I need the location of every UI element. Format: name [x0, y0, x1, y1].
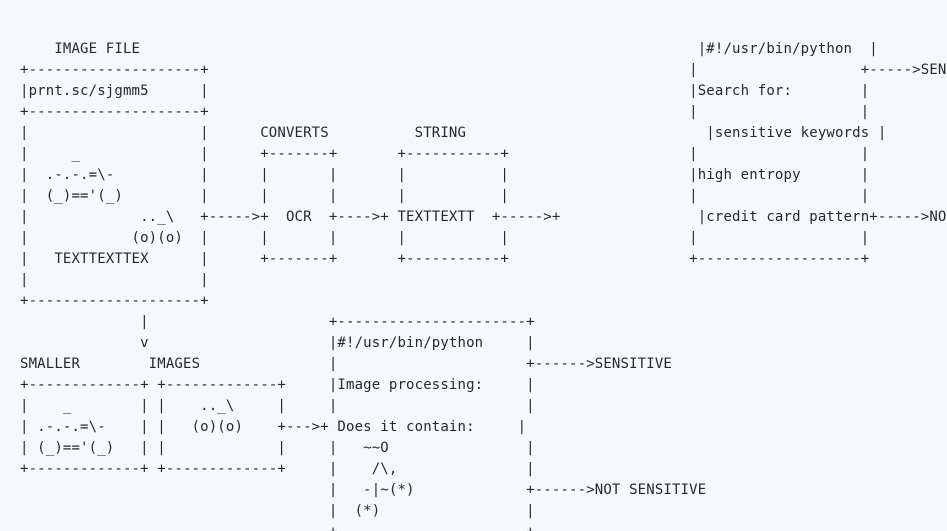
diagram-line: |prnt.sc/sjgmm5 | |Search for: | [20, 83, 870, 99]
diagram-line: | .._\ +----->+ OCR +---->+ TEXTTEXTT +-… [20, 209, 947, 225]
diagram-line: +----------------------+ [20, 522, 535, 531]
diagram-line: | TEXTTEXTTEX | +-------+ +-----------+ … [20, 251, 870, 267]
diagram-line: | -|~(*) +------>NOT SENSITIVE [20, 482, 707, 498]
diagram-line: v |#!/usr/bin/python | [20, 335, 535, 351]
diagram-line: | (*) | [20, 503, 535, 519]
diagram-line: SMALLER IMAGES | +------>SENSITIVE [20, 356, 672, 372]
diagram-line: | (_)=='(_) | | | | | | | [20, 188, 870, 204]
diagram-line: +-------------+ +-------------+ | /\, | [20, 461, 535, 477]
diagram-line: | .-.-.=\- | | (o)(o) +--->+ Does it con… [20, 419, 527, 435]
diagram-line: IMAGE FILE |#!/usr/bin/python | [20, 41, 878, 57]
diagram-line: +-------------+ +-------------+ |Image p… [20, 377, 535, 393]
diagram-line: +--------------------+ [20, 293, 209, 309]
diagram-line: | (o)(o) | | | | | | | [20, 230, 870, 246]
diagram-line: +--------------------+ | +----->SENSITIV… [20, 62, 947, 78]
diagram-line: | _ | +-------+ +-----------+ | | [20, 146, 870, 162]
diagram-line: | | CONVERTS STRING |sensitive keywords … [20, 125, 887, 141]
diagram-line: | (_)=='(_) | | | | ~~O | [20, 440, 535, 456]
diagram-line: | | [20, 272, 209, 288]
diagram-line: | .-.-.=\- | | | | | |high entropy | [20, 167, 870, 183]
diagram-line: | +----------------------+ [20, 314, 535, 330]
diagram-line: | _ | | .._\ | | | [20, 398, 535, 414]
diagram-line: +--------------------+ | | [20, 104, 870, 120]
